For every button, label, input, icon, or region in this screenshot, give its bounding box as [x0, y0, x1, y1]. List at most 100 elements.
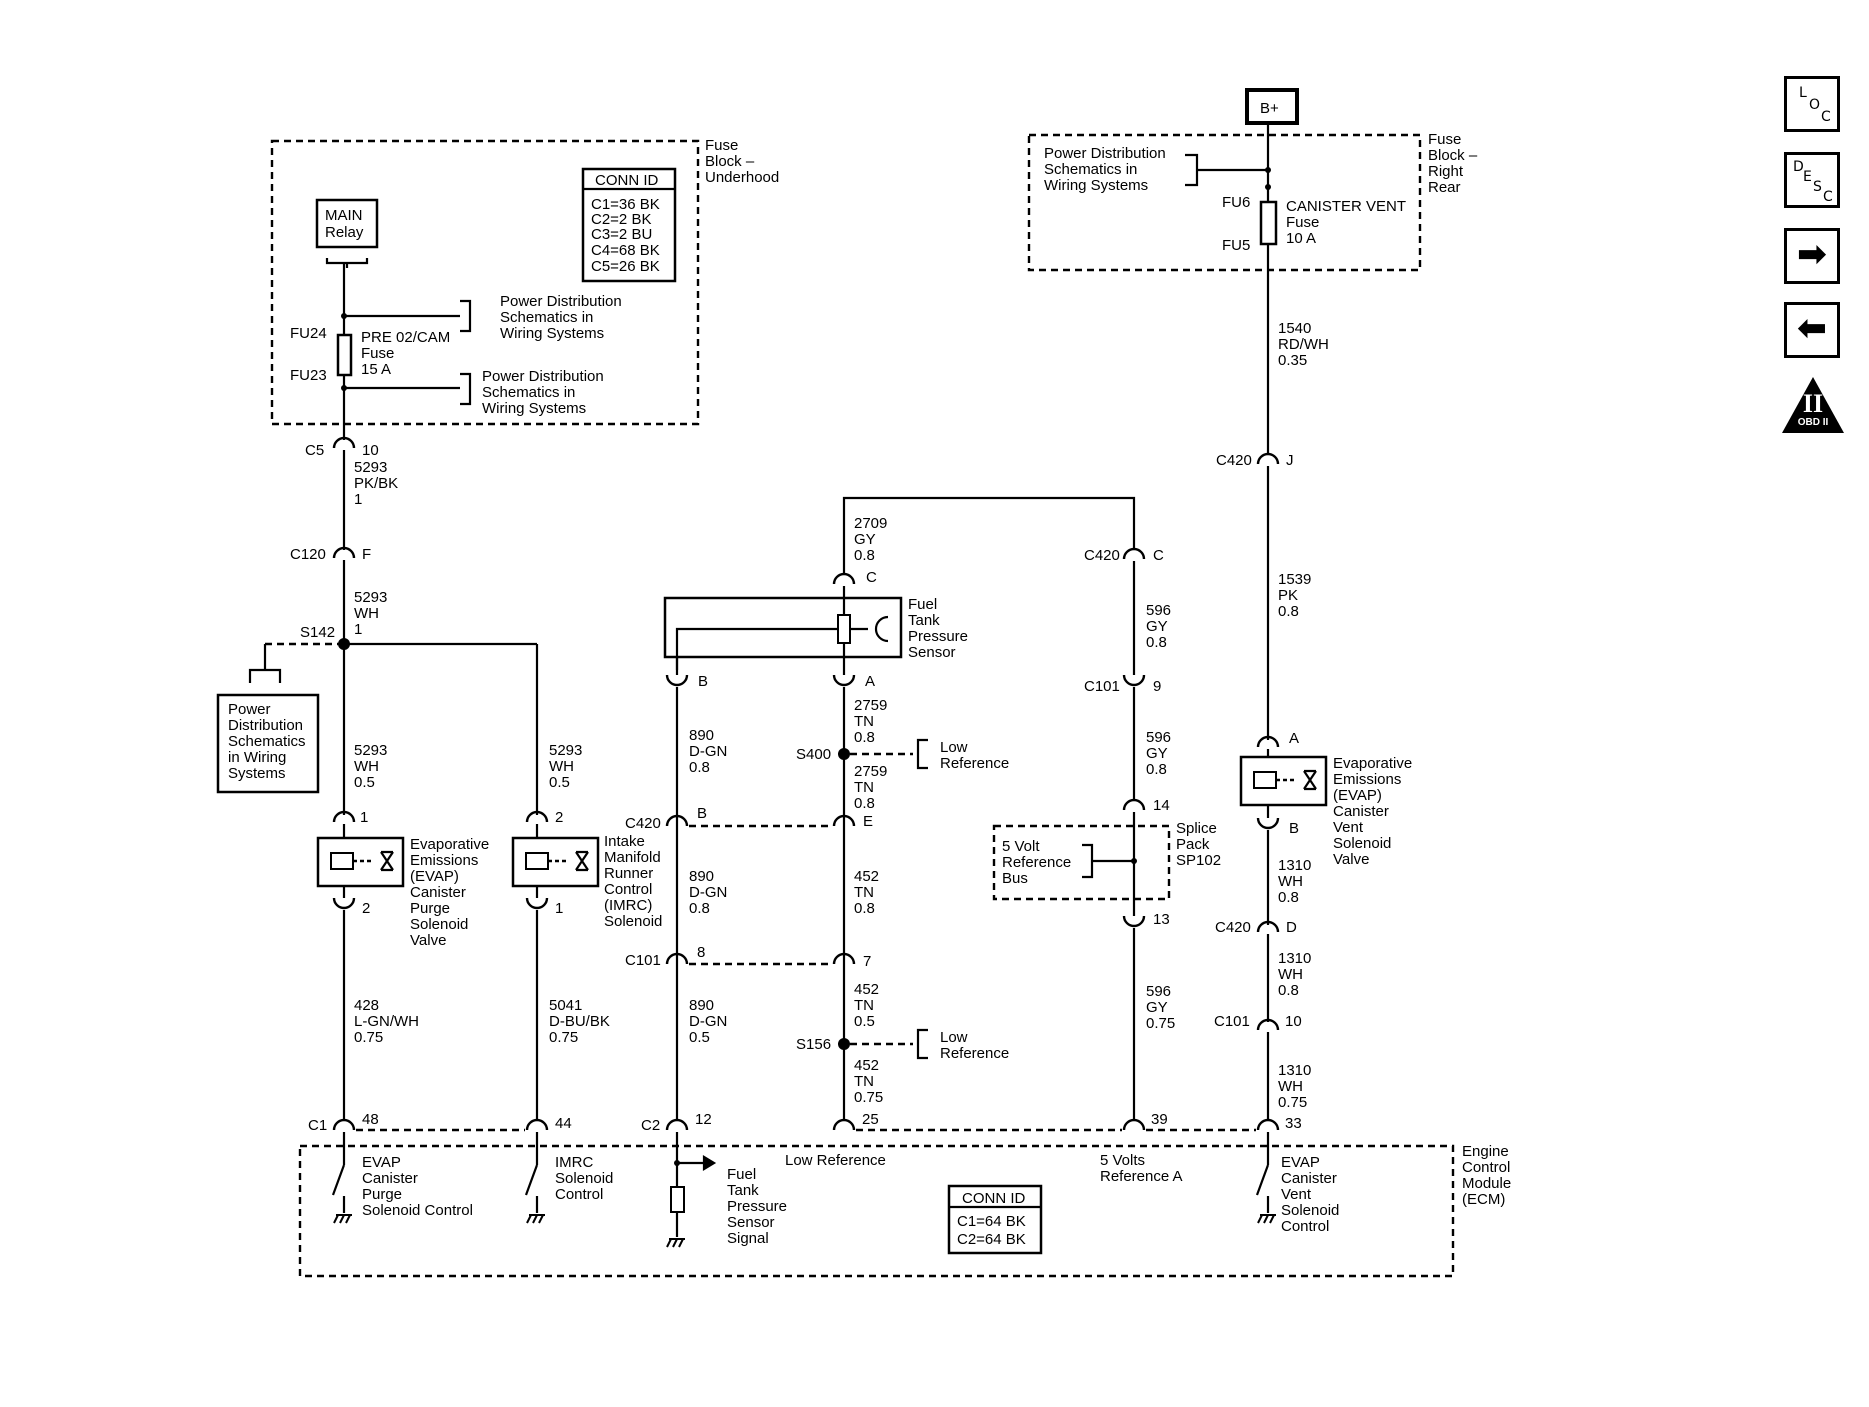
wire-890-b: 890 D-GN 0.8: [689, 868, 732, 917]
desc-letter-s: S: [1813, 179, 1822, 195]
splice-pack-sp102: 5 Volt Reference Bus: [992, 824, 1171, 901]
wire-5293-wh-3: 5293 WH 0.5: [549, 742, 587, 791]
pds-note-2: Power Distribution Schematics in Wiring …: [482, 368, 608, 417]
svg-text:FU23: FU23: [290, 367, 327, 384]
svg-text:C2=64 BK: C2=64 BK: [957, 1231, 1026, 1248]
svg-text:J: J: [1286, 452, 1294, 469]
svg-text:9: 9: [1153, 678, 1161, 695]
svg-text:F: F: [362, 546, 371, 563]
obd-numeral: II: [1802, 389, 1824, 418]
obd-label: OBD II: [1797, 417, 1829, 428]
svg-text:C: C: [866, 569, 877, 586]
svg-text:C101: C101: [1214, 1013, 1250, 1030]
ecm-five-volt-label: 5 Volts Reference A: [1100, 1152, 1183, 1185]
svg-text:Power: Power: [228, 701, 271, 718]
svg-text:B: B: [698, 673, 708, 690]
svg-text:10 A: 10 A: [1286, 230, 1316, 247]
svg-text:C2: C2: [641, 1117, 660, 1134]
wire-1310-b: 1310 WH 0.8: [1278, 950, 1316, 999]
wire-1540: 1540 RD/WH 0.35: [1278, 320, 1333, 369]
svg-text:CANISTER VENT: CANISTER VENT: [1286, 198, 1406, 215]
wire-596-a: 596 GY 0.8: [1146, 602, 1175, 651]
svg-text:FU6: FU6: [1222, 194, 1250, 211]
svg-text:B: B: [1289, 820, 1299, 837]
loc-letter-l: L: [1799, 85, 1807, 101]
svg-text:C101: C101: [1084, 678, 1120, 695]
fuse-block-right-rear-title: Fuse Block – Right Rear: [1428, 131, 1481, 196]
svg-text:C2=2 BK: C2=2 BK: [591, 211, 651, 228]
svg-text:C120: C120: [290, 546, 326, 563]
loc-letter-c: C: [1821, 109, 1831, 125]
svg-text:A: A: [1289, 730, 1299, 747]
svg-text:A: A: [865, 673, 875, 690]
svg-text:Distribution: Distribution: [228, 717, 303, 734]
svg-text:D: D: [1286, 919, 1297, 936]
svg-text:5 Volt: 5 Volt: [1002, 838, 1040, 855]
svg-text:S142: S142: [300, 624, 335, 641]
vent-solenoid-circuit: 1540 RD/WH 0.35 C420 J 1539 PK 0.8 A B E…: [1214, 320, 1416, 1120]
battery-positive: B+: [1245, 88, 1299, 125]
evap-purge-solenoid-valve: [316, 824, 405, 898]
left-power-circuit: C5 10 5293 PK/BK 1 C120 F 5293 WH 1 S142…: [216, 436, 662, 1120]
loc-letter-o: O: [1809, 97, 1821, 113]
svg-text:S400: S400: [796, 746, 831, 763]
fuse-block-underhood-title: Fuse Block – Underhood: [705, 137, 779, 186]
purge-valve-label: Evaporative Emissions (EVAP) Canister Pu…: [410, 836, 493, 949]
svg-text:B+: B+: [1260, 100, 1279, 117]
fuse-pre02-cam: FU24 FU23 PRE 02/CAM Fuse 15 A: [290, 325, 450, 384]
wire-2709: 2709 GY 0.8: [854, 515, 892, 564]
ecm-title: Engine Control Module (ECM): [1462, 1143, 1515, 1208]
low-reference-note-2: Low Reference: [940, 1029, 1009, 1062]
svg-text:7: 7: [863, 953, 871, 970]
svg-text:25: 25: [862, 1111, 879, 1128]
vent-valve-label: Evaporative Emissions (EVAP) Canister Ve…: [1333, 755, 1416, 868]
obd-ii-icon: [1782, 377, 1844, 433]
svg-text:C1=36 BK: C1=36 BK: [591, 196, 660, 213]
left-arrow-icon: ⬅: [1796, 308, 1828, 349]
back-button[interactable]: ⬅: [1784, 302, 1840, 358]
ecm-connectors: C1 48 44 C2 12 25 39 33: [308, 1111, 1302, 1134]
svg-text:CONN ID: CONN ID: [962, 1190, 1026, 1207]
desc-letter-e: E: [1803, 169, 1812, 185]
wire-1539: 1539 PK 0.8: [1278, 571, 1316, 620]
description-button[interactable]: D E S C: [1784, 152, 1840, 208]
svg-text:C3=2 BU: C3=2 BU: [591, 226, 652, 243]
wire-596-c: 596 GY 0.75: [1146, 983, 1175, 1032]
svg-text:33: 33: [1285, 1115, 1302, 1132]
fuel-tank-pressure-circuit: 2709 GY 0.8 C Fuel Tank Pressure Sensor …: [625, 496, 1136, 1120]
right-arrow-icon: ➡: [1796, 234, 1828, 275]
svg-text:12: 12: [695, 1111, 712, 1128]
imrc-solenoid: [511, 824, 600, 898]
svg-text:B: B: [697, 805, 707, 822]
svg-text:C4=68 BK: C4=68 BK: [591, 242, 660, 259]
wire-2759-a: 2759 TN 0.8: [854, 697, 892, 746]
ecm-fuel-signal-label: Fuel Tank Pressure Sensor Signal: [727, 1166, 791, 1247]
wire-596-b: 596 GY 0.8: [1146, 729, 1175, 778]
forward-button[interactable]: ➡: [1784, 228, 1840, 284]
obd-ii-button[interactable]: II OBD II: [1780, 375, 1846, 435]
low-reference-note-1: Low Reference: [940, 739, 1009, 772]
svg-text:2: 2: [555, 809, 563, 826]
svg-text:C101: C101: [625, 952, 661, 969]
ecm-low-reference-label: Low Reference: [785, 1152, 886, 1169]
fuse-canister-vent: FU6 FU5 CANISTER VENT Fuse 10 A: [1222, 194, 1406, 254]
svg-text:CONN ID: CONN ID: [595, 172, 659, 189]
wire-5293-wh-2: 5293 WH 0.5: [354, 742, 392, 791]
svg-text:Fuse: Fuse: [1286, 214, 1319, 231]
svg-text:S156: S156: [796, 1036, 831, 1053]
wire-452-b: 452 TN 0.5: [854, 981, 883, 1030]
splice-s156: [838, 1038, 850, 1050]
fuel-tank-pressure-sensor-label: Fuel Tank Pressure Sensor: [908, 596, 972, 661]
svg-text:13: 13: [1153, 911, 1170, 928]
wire-890-c: 890 D-GN 0.5: [689, 997, 732, 1046]
svg-text:C420: C420: [625, 815, 661, 832]
wire-890-a: 890 D-GN 0.8: [689, 727, 732, 776]
location-button[interactable]: L O C: [1784, 76, 1840, 132]
svg-text:E: E: [863, 813, 873, 830]
ecm-imrc-control-label: IMRC Solenoid Control: [555, 1154, 618, 1203]
svg-text:C420: C420: [1215, 919, 1251, 936]
wire-452-c: 452 TN 0.75: [854, 1057, 883, 1106]
ecm-purge-control-label: EVAP Canister Purge Solenoid Control: [362, 1154, 473, 1219]
svg-text:8: 8: [697, 944, 705, 961]
